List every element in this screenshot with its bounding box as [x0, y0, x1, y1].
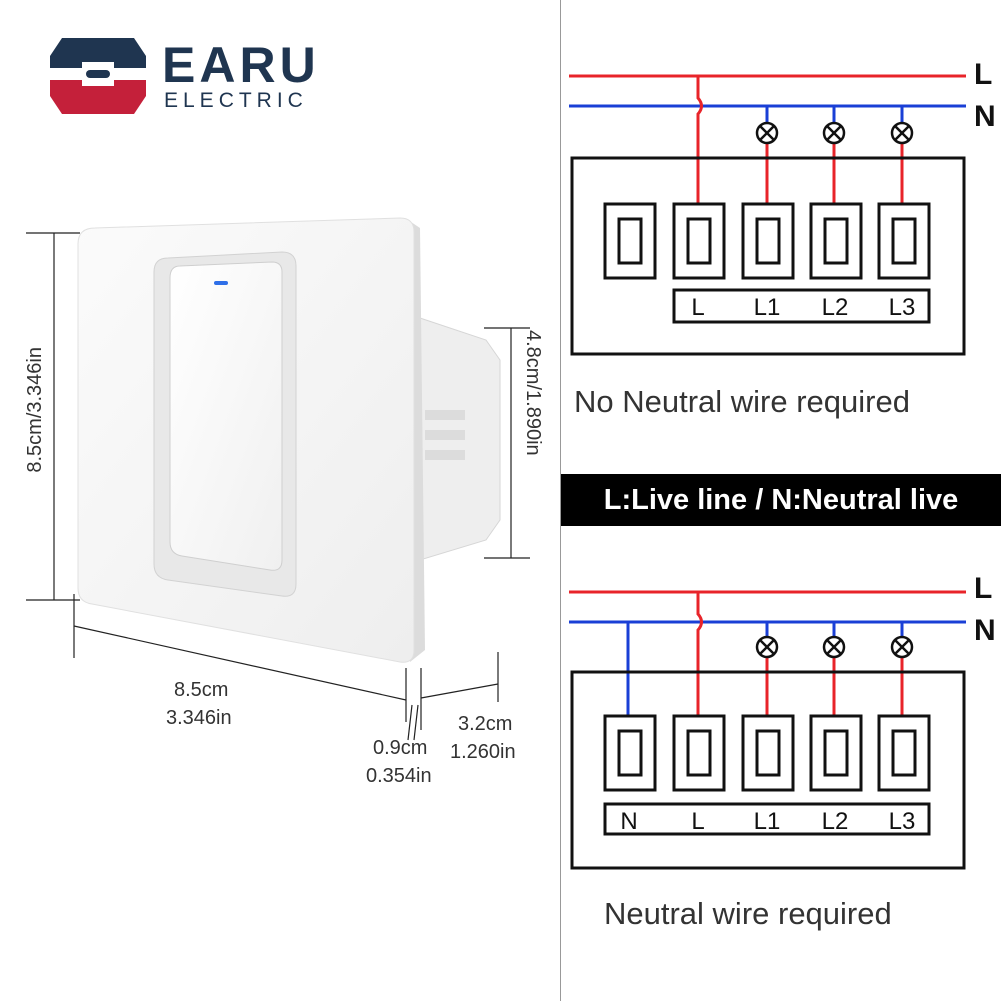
- terminal-label: L2: [821, 808, 849, 835]
- width-cm-label: 8.5cm: [174, 679, 229, 701]
- legend-banner: L:Live line / N:Neutral live: [561, 474, 1001, 526]
- divider: [560, 0, 561, 1001]
- width-in-label: 3.346in: [166, 707, 232, 729]
- earu-logo-icon: [50, 38, 146, 114]
- terminal-label: L2: [821, 294, 849, 321]
- terminal-label: L3: [888, 808, 916, 835]
- back-depth-dimension-label: 4.8cm/1.890in: [522, 330, 544, 456]
- wiring-diagram-neutral: [569, 590, 966, 870]
- live-wire-label: L: [974, 58, 993, 91]
- switch-back-box: [419, 317, 501, 561]
- indicator-light-icon: [214, 281, 228, 285]
- terminal-label: N: [620, 808, 638, 835]
- neutral-wire-label: N: [974, 614, 996, 647]
- switch-illustration: [26, 217, 530, 741]
- terminal-label: L3: [888, 294, 916, 321]
- neutral-wire-label: N: [974, 100, 996, 133]
- thickness-cm-label: 0.9cm: [373, 737, 428, 759]
- live-wire-label: L: [974, 572, 993, 605]
- depth-in-label: 1.260in: [450, 741, 516, 763]
- terminal-blocks: [603, 714, 931, 792]
- terminal-label: L: [691, 808, 705, 835]
- depth-cm-label: 3.2cm: [458, 713, 513, 735]
- switch-button: [169, 261, 283, 571]
- height-dimension-label: 8.5cm/3.346in: [24, 347, 46, 473]
- diagram-caption: No Neutral wire required: [574, 384, 910, 419]
- terminal-label: L1: [753, 808, 781, 835]
- brand-name: EARU: [162, 37, 320, 93]
- terminal-label: L1: [753, 294, 781, 321]
- dimension-lines: [26, 232, 530, 741]
- brand-subtitle: ELECTRIC: [164, 89, 308, 112]
- wiring-diagram-no-neutral: [569, 74, 966, 356]
- terminal-blocks: [603, 202, 931, 280]
- thickness-in-label: 0.354in: [366, 765, 432, 787]
- diagram-caption: Neutral wire required: [604, 896, 892, 931]
- terminal-label: L: [691, 294, 705, 321]
